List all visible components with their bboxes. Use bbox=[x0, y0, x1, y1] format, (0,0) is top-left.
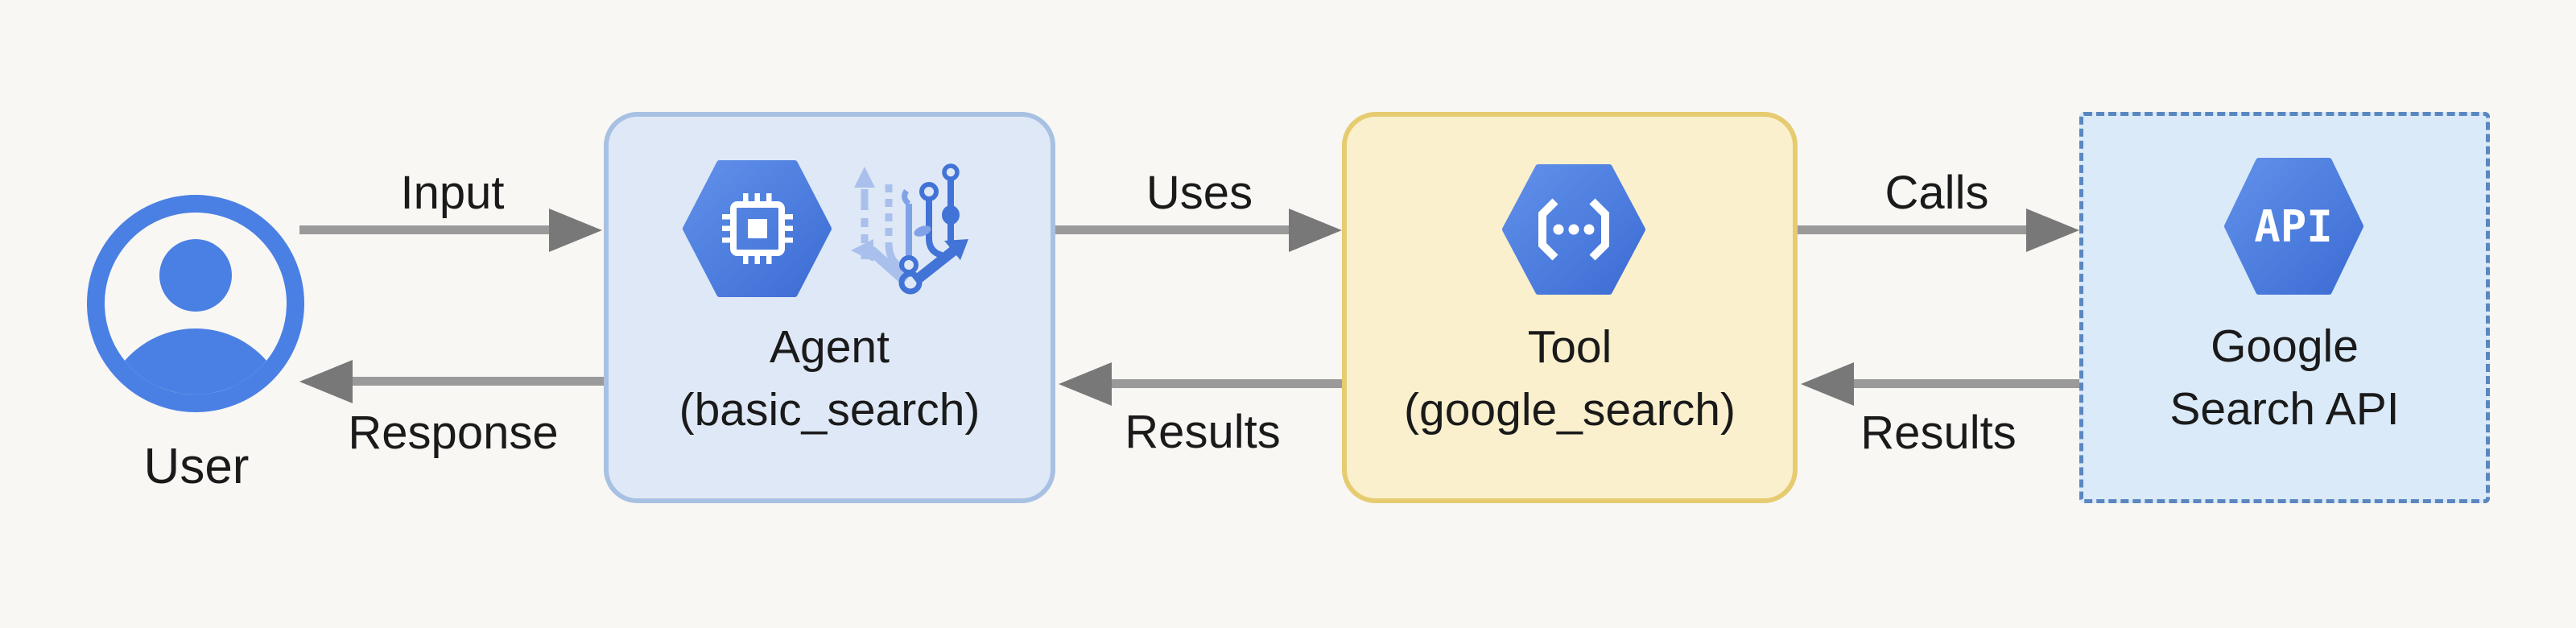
results-tool-agent-arrow-icon bbox=[1059, 362, 1342, 406]
user-label: User bbox=[143, 439, 250, 494]
tool-title: Tool bbox=[1527, 321, 1612, 373]
person-circle-icon bbox=[87, 195, 304, 412]
google-search-api-node: API Google Search API bbox=[2079, 112, 2490, 503]
tool-label: Tool (google_search) bbox=[1347, 316, 1793, 441]
input-arrow-icon bbox=[299, 209, 602, 252]
branch-circuit-icon bbox=[851, 163, 968, 295]
api-subtitle: Search API bbox=[2169, 383, 2400, 435]
api-title: Google bbox=[2211, 320, 2359, 372]
agent-node: Agent (basic_search) bbox=[604, 112, 1055, 503]
results-api-tool-edge-label: Results bbox=[1860, 407, 2017, 459]
uses-edge-label: Uses bbox=[1146, 167, 1253, 219]
results-api-tool-arrow-icon bbox=[1801, 362, 2079, 406]
uses-arrow-icon bbox=[1055, 209, 1342, 252]
code-brackets-hexagon-icon bbox=[1502, 164, 1645, 295]
input-edge-label: Input bbox=[400, 167, 505, 219]
api-label: Google Search API bbox=[2083, 315, 2486, 440]
response-edge-label: Response bbox=[348, 407, 559, 459]
calls-arrow-icon bbox=[1798, 209, 2079, 252]
response-arrow-icon bbox=[299, 360, 604, 403]
chip-hexagon-icon bbox=[683, 160, 832, 297]
agent-label: Agent (basic_search) bbox=[609, 316, 1051, 441]
agent-subtitle: (basic_search) bbox=[679, 384, 980, 436]
api-icon-text: API bbox=[2254, 201, 2333, 252]
api-hexagon-icon: API bbox=[2224, 158, 2363, 295]
results-tool-agent-edge-label: Results bbox=[1125, 406, 1281, 458]
tool-node: Tool (google_search) bbox=[1342, 112, 1798, 503]
calls-edge-label: Calls bbox=[1885, 167, 1989, 219]
agent-title: Agent bbox=[770, 321, 890, 373]
tool-subtitle: (google_search) bbox=[1404, 384, 1736, 436]
